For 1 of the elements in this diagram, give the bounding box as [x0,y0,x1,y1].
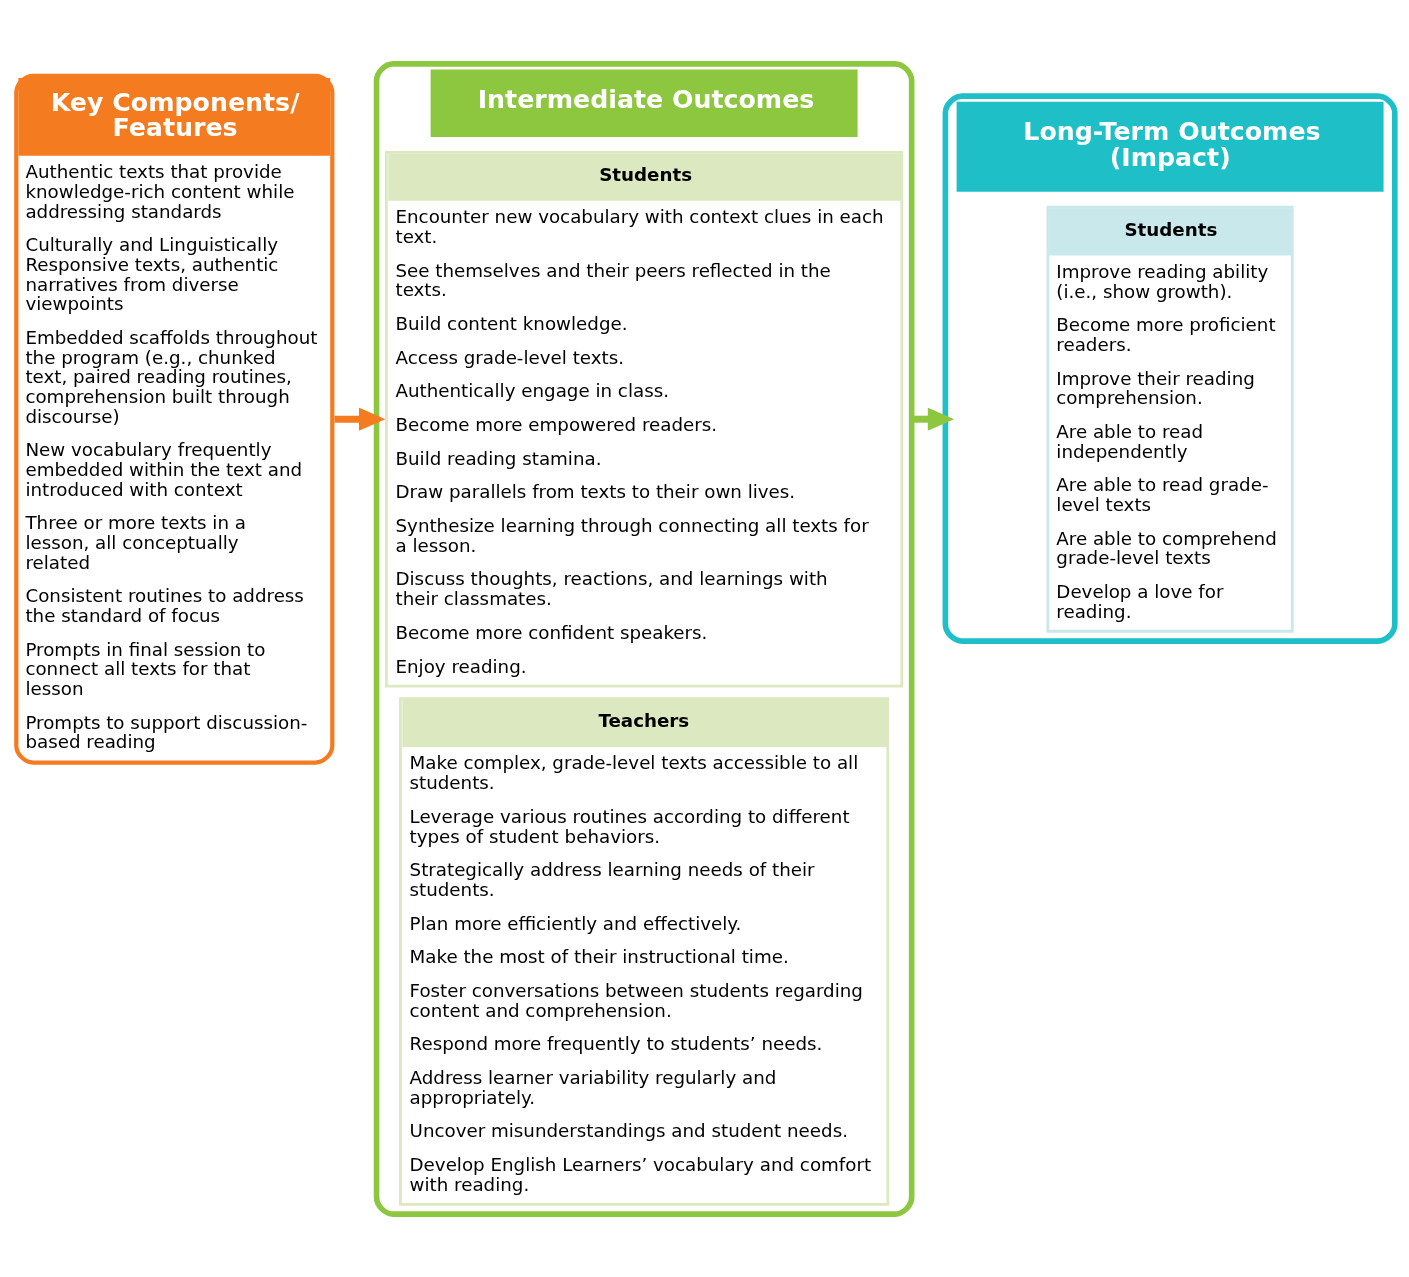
arrow [911,407,955,431]
